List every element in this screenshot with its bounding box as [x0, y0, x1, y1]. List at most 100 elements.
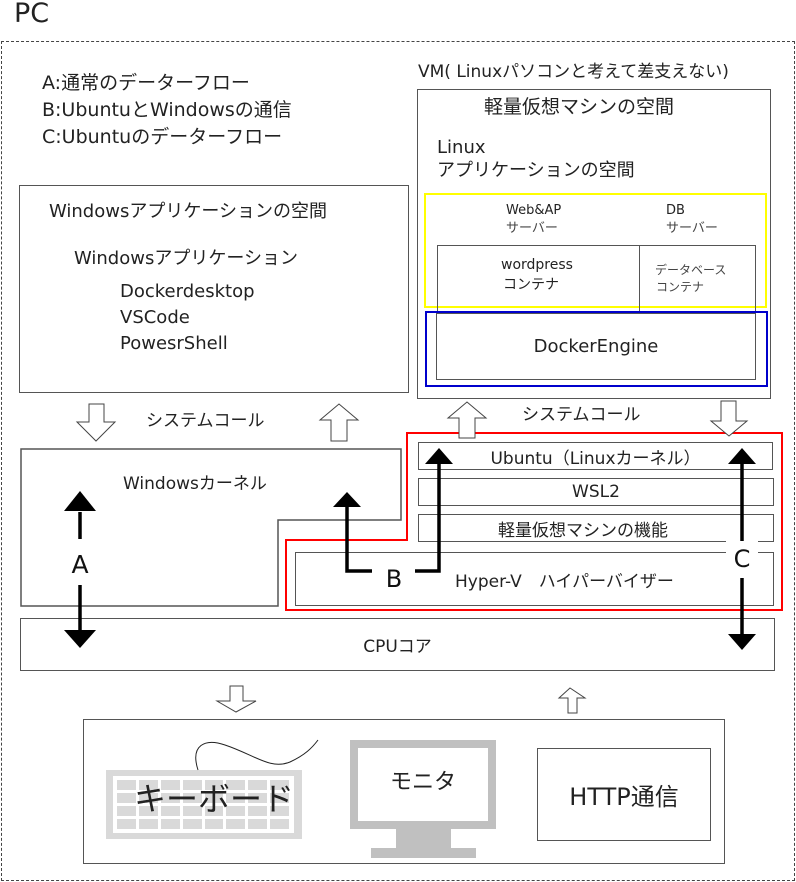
- ubuntu-kernel-label: Ubuntu（Linuxカーネル）: [490, 448, 701, 469]
- keyboard-key: [226, 819, 246, 829]
- wsl2-layer: WSL2: [418, 478, 774, 506]
- db-server-label-2: サーバー: [666, 221, 718, 236]
- linux-app-highlight: [424, 193, 767, 308]
- hypervisor-layer: [295, 552, 774, 606]
- keyboard-cable: [195, 739, 319, 771]
- http-label: HTTP通信: [569, 783, 679, 811]
- keyboard-key: [117, 806, 136, 816]
- wsl2-label: WSL2: [572, 482, 620, 502]
- monitor-base: [371, 848, 476, 858]
- lightweight-vm-feature-layer: 軽量仮想マシンの機能: [418, 514, 774, 542]
- wordpress-label-1: wordpress: [501, 257, 573, 273]
- keyboard-key: [226, 793, 246, 803]
- flow-a-label: A: [71, 550, 88, 579]
- keyboard-key: [182, 780, 202, 790]
- cpu-core-label: CPUコア: [363, 637, 432, 657]
- lightweight-vm-feature-label: 軽量仮想マシンの機能: [498, 520, 668, 541]
- linux-app-label-2: アプリケーションの空間: [437, 160, 635, 181]
- flow-a: [64, 491, 96, 648]
- monitor-label: モニタ: [389, 769, 456, 795]
- db-server-label-1: DB: [666, 203, 685, 218]
- syscall-label-right: システムコール: [522, 405, 641, 425]
- keyboard-key: [182, 793, 202, 803]
- monitor-screen-inner: モニタ: [358, 748, 488, 821]
- windows-app-item: PowesrShell: [120, 333, 228, 354]
- keyboard-keys: [117, 780, 289, 829]
- wordpress-label-2: コンテナ: [503, 277, 559, 293]
- flow-c-label-gap: [726, 540, 758, 576]
- web-server-label-2: サーバー: [506, 221, 558, 236]
- keyboard-key: [204, 806, 224, 816]
- keyboard-key: [138, 819, 158, 829]
- device-up-arrow: [557, 687, 587, 714]
- flow-b-line-right: [415, 462, 441, 573]
- keyboard-key: [248, 780, 268, 790]
- flow-b: [345, 462, 441, 573]
- windows-app-space-title: Windowsアプリケーションの空間: [49, 201, 327, 222]
- flow-c-label: C: [734, 545, 751, 573]
- keyboard-key: [248, 806, 268, 816]
- keyboard-key: [160, 780, 180, 790]
- keyboard-key: [138, 793, 158, 803]
- syscall-up-arrow-right: [446, 401, 488, 439]
- windows-app-item: Dockerdesktop: [120, 281, 255, 302]
- docker-highlight: [425, 311, 768, 387]
- flow-a-arrowhead-up: [64, 491, 96, 511]
- keyboard-key: [117, 819, 136, 829]
- keyboard-key: [204, 819, 224, 829]
- ubuntu-kernel-layer: Ubuntu（Linuxカーネル）: [418, 442, 773, 470]
- windows-kernel-outline: [20, 448, 402, 607]
- pc-title: PC: [14, 0, 50, 29]
- flow-a-arrowhead-down: [64, 630, 96, 648]
- cpu-core-box: CPUコア: [20, 618, 775, 671]
- linux-app-label-1: Linux: [437, 137, 486, 158]
- keyboard-key: [270, 819, 289, 829]
- flow-b-arrowhead-left: [333, 492, 361, 507]
- syscall-down-arrow-right: [709, 400, 749, 437]
- keyboard-key: [160, 819, 180, 829]
- keyboard-key: [117, 780, 136, 790]
- keyboard-key: [160, 806, 180, 816]
- flow-b-line-left: [345, 505, 372, 573]
- keyboard-key: [117, 793, 136, 803]
- vm-space-box: [417, 89, 771, 399]
- monitor-neck: [396, 829, 451, 849]
- keyboard-key: [204, 793, 224, 803]
- hypervisor-label: Hyper-V ハイパーバイザー: [455, 572, 674, 592]
- windows-app-subtitle: Windowsアプリケーション: [74, 248, 298, 269]
- windows-app-space-box: [19, 185, 409, 393]
- keyboard-key: [226, 806, 246, 816]
- keyboard-key: [182, 806, 202, 816]
- syscall-up-arrow-left: [318, 403, 360, 442]
- keyboard-key: [248, 793, 268, 803]
- keyboard-key: [270, 806, 289, 816]
- docker-engine-box: DockerEngine: [436, 313, 756, 380]
- syscall-label-left: システムコール: [146, 411, 265, 431]
- db-container-label-2: コンテナ: [656, 280, 705, 294]
- flow-b-label: B: [386, 565, 402, 593]
- keyboard-key: [248, 819, 268, 829]
- keyboard-key: [160, 793, 180, 803]
- keyboard-key: [204, 780, 224, 790]
- keyboard-key: [138, 780, 158, 790]
- windows-kernel-label: Windowsカーネル: [123, 474, 267, 494]
- database-container: [639, 245, 756, 313]
- flow-b-arrowhead-right: [425, 448, 453, 464]
- legend-c: C:Ubuntuのデーターフロー: [42, 126, 283, 148]
- http-box: HTTP通信: [537, 748, 711, 841]
- keyboard-key: [226, 780, 246, 790]
- flow-c-arrowhead-up: [728, 448, 756, 464]
- vm-caption: VM( Linuxパソコンと考えて差支えない): [418, 62, 729, 82]
- keyboard-label: キーボード: [134, 780, 295, 818]
- legend-a: A:通常のデーターフロー: [42, 72, 250, 94]
- device-down-arrow: [215, 685, 257, 713]
- docker-engine-label: DockerEngine: [533, 336, 659, 357]
- keyboard-key: [270, 793, 289, 803]
- legend-b: B:UbuntuとWindowsの通信: [42, 99, 292, 121]
- wsl-highlight-outline: [285, 432, 783, 611]
- vm-space-title: 軽量仮想マシンの空間: [484, 96, 675, 118]
- windows-app-item: VSCode: [120, 307, 190, 328]
- keyboard-key: [138, 806, 158, 816]
- web-server-label-1: Web&AP: [506, 203, 562, 218]
